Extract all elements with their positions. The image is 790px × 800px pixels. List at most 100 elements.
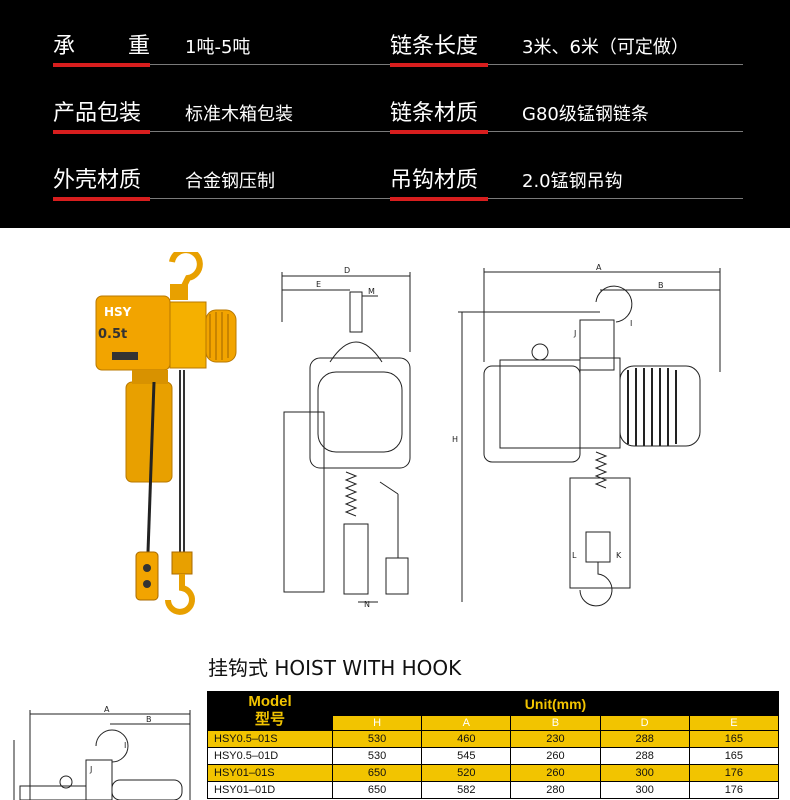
column-header-d: D [599, 715, 690, 731]
control-cable [146, 381, 156, 553]
bottom-hook-shape [165, 574, 195, 615]
table-column-row: H A B D E [208, 715, 780, 731]
pendant-button-down [143, 580, 151, 588]
spec-value-hook-material: 2.0锰钢吊钩 [522, 171, 623, 192]
model-cell: HSY01–01D [207, 781, 333, 799]
value-cell: 260 [510, 747, 601, 765]
spec-value-chain-material: G80级锰钢链条 [522, 104, 649, 125]
front-view-drawing: A B H I J K L [452, 263, 721, 607]
value-cell: 650 [331, 781, 423, 799]
unit-header: Unit(mm) [332, 691, 779, 716]
nameplate [112, 352, 138, 360]
value-cell: 288 [599, 730, 690, 748]
spec-row-2: 产品包装 标准木箱包装 链条材质 G80级锰钢链条 [0, 67, 790, 134]
spec-value-shell-material: 合金钢压制 [185, 171, 275, 192]
spec-label-shell-material: 外壳材质 [53, 168, 142, 193]
pendant-button-up [143, 564, 151, 572]
dim-label-b: B [658, 281, 664, 290]
spec-row-3: 外壳材质 合金钢压制 吊钩材质 2.0锰钢吊钩 [0, 134, 790, 201]
column-header-b: B [510, 715, 601, 731]
model-header-cn: 型号 [254, 711, 285, 728]
dim-label-d: D [344, 266, 350, 275]
load-chain [179, 370, 185, 552]
bag-mount [132, 370, 168, 384]
value-cell: 520 [421, 764, 512, 782]
divider-line [150, 198, 390, 199]
dim-label-l: L [572, 551, 577, 560]
side-view-drawing: D E M N [281, 266, 411, 609]
value-cell: 545 [421, 747, 512, 765]
value-cell: 165 [688, 747, 780, 765]
divider-accent [53, 63, 150, 67]
mini-front-drawing: A B J I [13, 705, 191, 800]
divider-accent [53, 197, 150, 201]
column-header-h: H [331, 715, 423, 731]
spec-label-load: 承 重 [53, 28, 150, 60]
spec-row-1: 承 重 1吨-5吨 链条长度 3米、6米（可定做） [0, 0, 790, 67]
divider-line [488, 131, 743, 132]
value-cell: 300 [599, 781, 690, 799]
dim-label-e: E [316, 280, 321, 289]
value-cell: 165 [688, 730, 780, 748]
value-cell: 176 [688, 781, 780, 799]
value-cell: 650 [331, 764, 423, 782]
motor-fins [209, 312, 229, 360]
table-row: HSY0.5–01S 530 460 230 288 165 [207, 730, 780, 748]
brand-logo: HSY [104, 305, 132, 319]
value-cell: 230 [510, 730, 601, 748]
table-row: HSY0.5–01D 530 545 260 288 165 [207, 747, 780, 765]
spec-label-load-char-1: 承 [53, 34, 76, 59]
value-cell: 260 [510, 764, 601, 782]
divider-accent [53, 130, 150, 134]
dim-label-i: I [630, 319, 632, 328]
hoist-product-photo: HSY 0.5t [95, 252, 237, 615]
divider-line [150, 64, 390, 65]
value-cell: 460 [421, 730, 512, 748]
hook-mount [170, 284, 188, 300]
value-cell: 582 [421, 781, 512, 799]
dim-label-j: J [573, 329, 576, 338]
mini-dim-label-j: J [89, 765, 92, 774]
spec-label-hook-material: 吊钩材质 [390, 168, 479, 193]
spec-panel: 承 重 1吨-5吨 链条长度 3米、6米（可定做） 产品包装 标准木箱包装 链条… [0, 0, 790, 228]
spec-label-chain-material: 链条材质 [390, 101, 479, 126]
column-header-a: A [421, 715, 512, 731]
dim-label-m: M [368, 287, 375, 296]
value-cell: 176 [688, 764, 780, 782]
model-cell: HSY0.5–01D [207, 747, 333, 765]
center-housing [169, 301, 207, 369]
top-hook-shape [169, 252, 203, 288]
column-header-e: E [688, 715, 780, 731]
divider-accent [390, 130, 488, 134]
dim-label-h: H [452, 435, 458, 444]
table-row: HSY01–01S 650 520 260 300 176 [207, 764, 780, 782]
table-header-row: Model 型号 Unit(mm) [207, 691, 779, 731]
spec-label-chain-length: 链条长度 [390, 34, 479, 59]
divider-line [488, 198, 743, 199]
spec-value-load: 1吨-5吨 [185, 37, 251, 58]
control-pendant [135, 551, 159, 601]
divider-accent [390, 197, 488, 201]
spec-label-packaging: 产品包装 [53, 101, 142, 126]
dim-label-n: N [364, 600, 370, 609]
model-cell: HSY01–01S [207, 764, 333, 782]
hook-block [171, 551, 193, 575]
spec-label-load-char-2: 重 [127, 34, 150, 59]
value-cell: 288 [599, 747, 690, 765]
divider-line [488, 64, 743, 65]
mini-dim-label-i: I [124, 741, 126, 750]
value-cell: 530 [331, 747, 423, 765]
spec-value-packaging: 标准木箱包装 [185, 104, 293, 125]
divider-accent [390, 63, 488, 67]
value-cell: 530 [331, 730, 423, 748]
model-cell: HSY0.5–01S [207, 730, 333, 748]
dimension-table: Model 型号 Unit(mm) H A B D E HSY0.5–01S 5… [207, 691, 780, 799]
table-row: HSY01–01D 650 582 280 300 176 [207, 781, 780, 799]
hoist-with-hook-heading: 挂钩式 HOIST WITH HOOK [208, 656, 462, 680]
dim-label-a: A [596, 263, 602, 272]
capacity-mark: 0.5t [98, 327, 127, 342]
mini-dim-label-a: A [104, 705, 110, 714]
mini-dim-label-b: B [146, 715, 152, 724]
model-header-cell: Model 型号 [207, 691, 333, 731]
model-header-en: Model [248, 693, 292, 710]
